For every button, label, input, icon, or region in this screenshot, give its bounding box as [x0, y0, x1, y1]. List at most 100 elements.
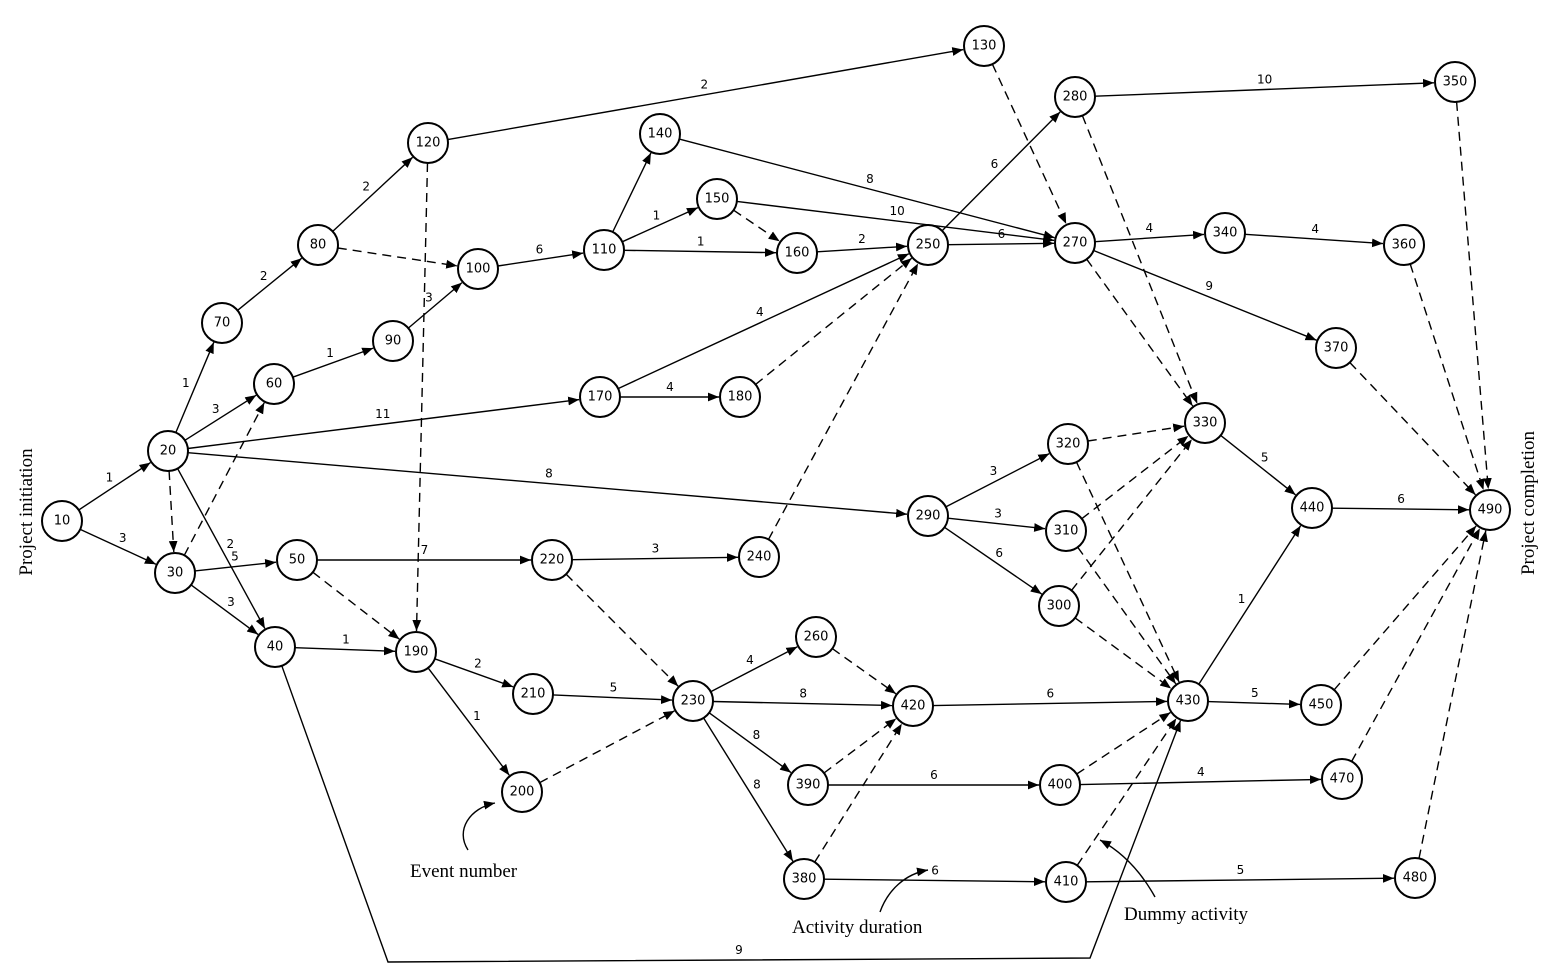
event-number: 350 — [1443, 75, 1468, 90]
event-number: 250 — [916, 238, 941, 253]
event-number: 110 — [592, 243, 617, 258]
activity-40-430 — [281, 665, 1182, 963]
event-node-80: 80 — [297, 224, 339, 266]
event-node-290: 290 — [907, 495, 949, 537]
activity-20-70 — [175, 342, 215, 433]
event-node-480: 480 — [1394, 857, 1436, 899]
event-node-130: 130 — [963, 25, 1005, 67]
dummy-activity-470-490 — [1350, 528, 1481, 762]
dummy-activity-480-490 — [1418, 530, 1488, 859]
activity-290-300 — [944, 526, 1043, 595]
activity-20-60 — [184, 394, 257, 441]
activity-duration-70-80: 2 — [260, 269, 268, 283]
activity-duration-80-120: 2 — [362, 180, 370, 194]
activity-80-120 — [332, 156, 414, 232]
activity-190-210 — [434, 658, 514, 688]
event-node-450: 450 — [1300, 684, 1342, 726]
event-circle — [253, 363, 295, 405]
event-number: 60 — [266, 377, 283, 392]
activity-30-50 — [194, 558, 277, 572]
event-number: 390 — [796, 778, 821, 793]
dummy-activity-200-230 — [539, 710, 675, 784]
event-number: 20 — [160, 444, 177, 459]
activity-duration-110-150: 1 — [653, 208, 661, 222]
dummy-activity-120-190 — [412, 162, 429, 632]
activity-90-100 — [407, 282, 463, 329]
activity-150-270 — [736, 200, 1055, 244]
event-number: 130 — [972, 39, 997, 54]
activity-duration-10-20: 1 — [106, 471, 114, 485]
event-circle — [672, 680, 714, 722]
activity-duration-20-290: 8 — [545, 467, 553, 481]
event-number: 300 — [1047, 599, 1072, 614]
dummy-activity-320-330 — [1087, 423, 1185, 442]
event-node-310: 310 — [1045, 510, 1087, 552]
event-node-390: 390 — [787, 764, 829, 806]
activity-duration-10-30: 3 — [119, 531, 127, 545]
dummy-activity-240-250 — [767, 263, 919, 540]
activity-duration-250-280: 6 — [991, 157, 999, 171]
activity-10-20 — [78, 462, 151, 511]
activity-120-130 — [447, 47, 964, 141]
event-number: 410 — [1054, 875, 1079, 890]
event-circle — [297, 224, 339, 266]
event-circle — [738, 536, 780, 578]
event-circle — [963, 25, 1005, 67]
dummy-activity-350-490 — [1455, 101, 1492, 490]
event-node-430: 430 — [1167, 680, 1209, 722]
event-circle — [1469, 489, 1511, 531]
event-circle — [639, 113, 681, 155]
activity-duration-40-430: 9 — [735, 943, 743, 957]
event-number: 280 — [1063, 90, 1088, 105]
activity-duration-230-380: 8 — [753, 778, 761, 792]
event-circle — [1038, 585, 1080, 627]
event-number: 450 — [1309, 698, 1334, 713]
dummy-activity-300-330 — [1070, 438, 1193, 591]
event-circle — [579, 376, 621, 418]
dummy-activity-320-430 — [1075, 461, 1180, 683]
event-circle — [1204, 212, 1246, 254]
event-circle — [1047, 423, 1089, 465]
event-circle — [254, 626, 296, 668]
activity-duration-290-310: 3 — [994, 507, 1002, 521]
event-node-260: 260 — [795, 616, 837, 658]
event-number: 180 — [728, 390, 753, 405]
activity-duration-label: Activity duration — [792, 917, 923, 938]
event-circle — [783, 858, 825, 900]
activity-duration-20-60: 3 — [212, 402, 220, 416]
event-number: 30 — [167, 566, 184, 581]
activity-250-270 — [947, 239, 1055, 248]
project-completion-label: Project completion — [1518, 430, 1539, 575]
event-circle — [583, 229, 625, 271]
event-node-320: 320 — [1047, 423, 1089, 465]
activity-duration-230-260: 4 — [746, 653, 754, 667]
event-number: 290 — [916, 509, 941, 524]
activity-340-360 — [1244, 233, 1384, 248]
activity-20-170 — [187, 396, 580, 450]
dummy-activity-50-190 — [312, 571, 400, 640]
event-node-300: 300 — [1038, 585, 1080, 627]
event-number: 230 — [681, 694, 706, 709]
event-number: 50 — [289, 553, 306, 568]
event-circle — [1039, 764, 1081, 806]
event-number: 90 — [385, 334, 402, 349]
event-node-120: 120 — [407, 122, 449, 164]
event-circle — [407, 122, 449, 164]
activity-430-440 — [1198, 525, 1302, 685]
event-number: 310 — [1054, 524, 1079, 539]
event-number: 160 — [785, 246, 810, 261]
activity-380-410 — [823, 877, 1046, 887]
event-circle — [41, 500, 83, 542]
event-node-110: 110 — [583, 229, 625, 271]
activity-duration-140-270: 8 — [866, 172, 874, 186]
event-number: 440 — [1300, 501, 1325, 516]
event-circle — [719, 376, 761, 418]
event-number: 100 — [466, 262, 491, 277]
event-node-50: 50 — [276, 539, 318, 581]
activity-duration-290-320: 3 — [990, 464, 998, 478]
event-circle — [1300, 684, 1342, 726]
event-node-440: 440 — [1291, 487, 1333, 529]
activity-duration-430-440: 1 — [1238, 592, 1246, 606]
event-number: 70 — [214, 316, 231, 331]
event-circle — [201, 302, 243, 344]
